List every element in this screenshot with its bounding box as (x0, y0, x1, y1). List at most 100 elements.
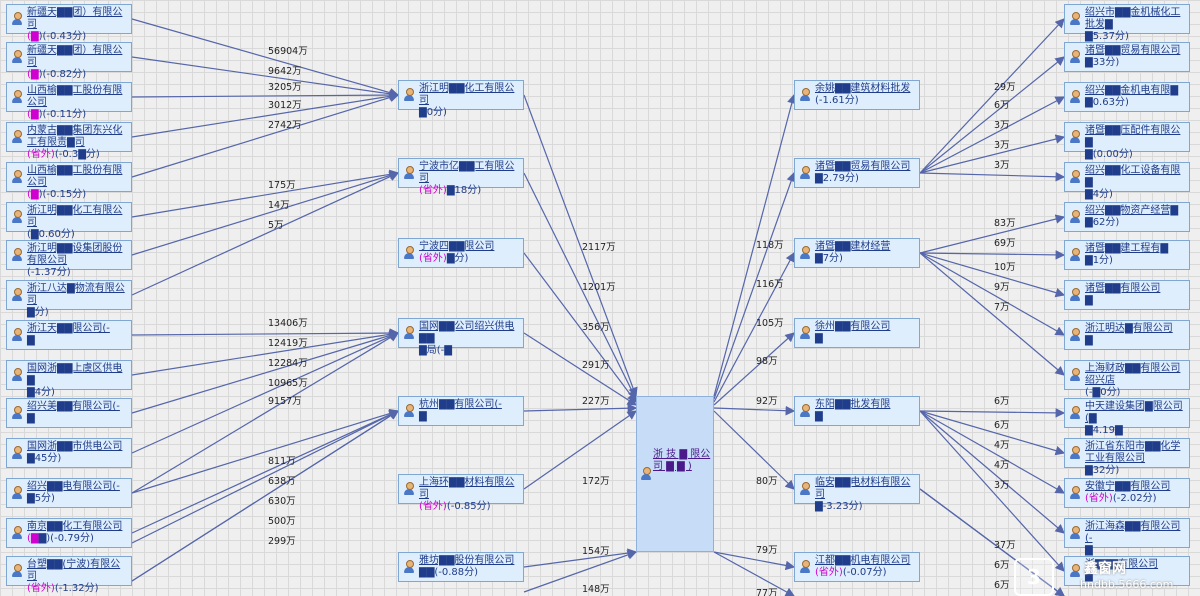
left-company-node[interactable]: 台塑▇▇(宁波)有限公司(省外)(-1.32分) (6, 556, 132, 594)
supplier-company-node[interactable]: 杭州▇▇有限公司(-▇ (398, 396, 524, 426)
company-name[interactable]: 诸暨▇▇压配件有限公▇ (1085, 125, 1181, 148)
right-company-node[interactable]: 浙江明达▇有限公司▇ (1064, 320, 1190, 350)
right-company-node[interactable]: 浙江省东阳市▇▇化学工业有限公司▇32分) (1064, 438, 1190, 476)
left-company-node[interactable]: 绍兴▇▇电有限公司(-▇5分) (6, 478, 132, 508)
left-company-node[interactable]: 新疆天▇▇团）有限公司(▇)(-0.43分) (6, 4, 132, 42)
company-name[interactable]: 诸暨▇▇建工程有▇ (1085, 243, 1169, 254)
person-icon (1069, 288, 1081, 302)
company-name[interactable]: 浙江明达▇有限公司 (1085, 323, 1173, 334)
supplier-company-node[interactable]: 雅坊▇▇股份有限公司▇▇(-0.88分) (398, 552, 524, 582)
right-company-node[interactable]: 诸暨▇▇有限公司▇ (1064, 280, 1190, 310)
company-name[interactable]: 国网▇▇公司绍兴供电▇▇ (419, 321, 515, 344)
company-name[interactable]: 诸暨▇▇有限公司 (1085, 283, 1161, 294)
center-company-name[interactable]: 浙 技 ▇ 限公司 ▇ ▇ ) (653, 449, 711, 472)
company-name[interactable]: 国网浙▇▇市供电公司 (27, 441, 123, 452)
customer-company-node[interactable]: 江都▇▇机电有限公司(省外)(-0.07分) (794, 552, 920, 582)
left-company-node[interactable]: 浙江八达▇物流有限公司▇分) (6, 280, 132, 318)
edge-arrow (919, 214, 1066, 254)
company-name[interactable]: 诸暨▇▇建材经营 (815, 241, 891, 252)
company-name[interactable]: 绍兴▇▇化工设备有限▇ (1085, 165, 1181, 188)
company-name[interactable]: 浙江省东阳市▇▇化学工业有限公司 (1085, 441, 1181, 464)
left-company-node[interactable]: 国网浙▇▇市供电公司▇45分) (6, 438, 132, 468)
left-company-node[interactable]: 内蒙古▇▇集团东兴化工有限责▇司(省外)(-0.3▇分) (6, 122, 132, 160)
company-name[interactable]: 绍兴▇▇物资产经营▇ (1085, 205, 1179, 216)
company-name[interactable]: 内蒙古▇▇集团东兴化工有限责▇司 (27, 125, 123, 148)
company-name[interactable]: 宁波四▇▇限公司 (419, 241, 495, 252)
company-name[interactable]: 安徽宁▇▇有限公司 (1085, 481, 1171, 492)
company-name[interactable]: 浙江明▇▇设集团股份有限公司 (27, 243, 123, 266)
company-name[interactable]: 余姚▇▇建筑材料批发 (815, 83, 911, 94)
amount-label: 12284万 (268, 358, 308, 369)
company-name[interactable]: 南京▇▇化工有限公司 (27, 521, 123, 532)
company-name[interactable]: 绍兴▇▇电有限公司(- (27, 481, 120, 492)
right-company-node[interactable]: 浙江海森▇▇有限公司(-▇ (1064, 518, 1190, 556)
company-name[interactable]: 台塑▇▇(宁波)有限公司 (27, 559, 121, 582)
right-company-node[interactable]: 浙▇▇▇有限公司▇ (1064, 556, 1190, 586)
supplier-company-node[interactable]: 宁波四▇▇限公司(省外)▇分) (398, 238, 524, 268)
company-name[interactable]: 东阳▇▇批发有限 (815, 399, 891, 410)
company-name[interactable]: 山西榆▇▇工股份有限公司 (27, 85, 123, 108)
company-name[interactable]: 江都▇▇机电有限公司 (815, 555, 911, 566)
right-company-node[interactable]: 诸暨▇▇压配件有限公▇▇(0.00分) (1064, 122, 1190, 160)
company-name[interactable]: 绍兴美▇▇有限公司(- (27, 401, 120, 412)
right-company-node[interactable]: 诸暨▇▇建工程有▇▇1分) (1064, 240, 1190, 270)
company-name[interactable]: 绍兴▇▇金机电有限▇ (1085, 85, 1179, 96)
company-name[interactable]: 诸暨▇▇贸易有限公司 (1085, 45, 1181, 56)
credit-score: ▇分) (27, 307, 49, 318)
company-name[interactable]: 中天建设集团▇限公司(▇ (1085, 401, 1183, 424)
company-name[interactable]: 浙江海森▇▇有限公司(- (1085, 521, 1181, 544)
left-company-node[interactable]: 绍兴美▇▇有限公司(-▇ (6, 398, 132, 428)
company-name[interactable]: 上海财政▇▇有限公司绍兴店 (1085, 363, 1181, 386)
supplier-company-node[interactable]: 宁波市亿▇▇工有限公司(省外)▇18分) (398, 158, 524, 196)
right-company-node[interactable]: 绍兴市▇▇金机械化工批发▇▇5.37分) (1064, 4, 1190, 42)
company-name[interactable]: 浙江明▇▇化工有限公司 (27, 205, 123, 228)
company-name[interactable]: 新疆天▇▇团）有限公司 (27, 45, 123, 68)
person-icon (799, 326, 811, 340)
company-name[interactable]: 上海环▇▇材料有限公司 (419, 477, 515, 500)
right-company-node[interactable]: 诸暨▇▇贸易有限公司▇33分) (1064, 42, 1190, 72)
supplier-company-node[interactable]: 浙江明▇▇化工有限公司▇0分) (398, 80, 524, 118)
customer-company-node[interactable]: 临安▇▇电材料有限公司▇-3.23分) (794, 474, 920, 512)
company-name[interactable]: 临安▇▇电材料有限公司 (815, 477, 911, 500)
left-company-node[interactable]: 山西榆▇▇工股份有限公司(▇)(-0.11分) (6, 82, 132, 120)
left-company-node[interactable]: 国网浙▇▇上虞区供电▇▇4分) (6, 360, 132, 398)
left-company-node[interactable]: 浙江天▇▇限公司(-▇ (6, 320, 132, 350)
customer-company-node[interactable]: 东阳▇▇批发有限▇ (794, 396, 920, 426)
company-name[interactable]: 徐州▇▇有限公司 (815, 321, 891, 332)
company-name[interactable]: 浙江明▇▇化工有限公司 (419, 83, 515, 106)
company-name[interactable]: 诸暨▇▇贸易有限公司 (815, 161, 911, 172)
company-name[interactable]: 杭州▇▇有限公司(- (419, 399, 502, 410)
right-company-node[interactable]: 绍兴▇▇金机电有限▇▇0.63分) (1064, 82, 1190, 112)
company-name[interactable]: 浙江八达▇物流有限公司 (27, 283, 125, 306)
right-company-node[interactable]: 绍兴▇▇化工设备有限▇▇4分) (1064, 162, 1190, 200)
left-company-node[interactable]: 南京▇▇化工有限公司(▇▇)(-0.79分) (6, 518, 132, 548)
left-company-node[interactable]: 浙江明▇▇设集团股份有限公司(-1.37分) (6, 240, 132, 278)
company-name[interactable]: 山西榆▇▇工股份有限公司 (27, 165, 123, 188)
customer-company-node[interactable]: 诸暨▇▇建材经营▇7分) (794, 238, 920, 268)
company-name[interactable]: 宁波市亿▇▇工有限公司 (419, 161, 515, 184)
company-name[interactable]: 浙江天▇▇限公司(- (27, 323, 110, 334)
supplier-company-node[interactable]: 国网▇▇公司绍兴供电▇▇▇局(-▇ (398, 318, 524, 356)
right-company-node[interactable]: 绍兴▇▇物资产经营▇▇62分) (1064, 202, 1190, 232)
amount-label: 3万 (994, 120, 1010, 131)
credit-score: ▇32分) (1085, 465, 1120, 476)
left-company-node[interactable]: 山西榆▇▇工股份有限公司(▇)(-0.15分) (6, 162, 132, 200)
customer-company-node[interactable]: 余姚▇▇建筑材料批发(-1.61分) (794, 80, 920, 110)
center-company-node[interactable]: 浙 技 ▇ 限公司 ▇ ▇ ) (636, 396, 714, 552)
customer-company-node[interactable]: 诸暨▇▇贸易有限公司▇2.79分) (794, 158, 920, 188)
company-name[interactable]: 国网浙▇▇上虞区供电▇ (27, 363, 123, 386)
right-company-node[interactable]: 安徽宁▇▇有限公司(省外)(-2.02分) (1064, 478, 1190, 508)
company-name[interactable]: 绍兴市▇▇金机械化工批发▇ (1085, 7, 1181, 30)
left-company-node[interactable]: 浙江明▇▇化工有限公司(▇0.60分) (6, 202, 132, 240)
right-company-node[interactable]: 中天建设集团▇限公司(▇▇4.19▇ (1064, 398, 1190, 436)
credit-score: ▇▇(-0.88分) (419, 567, 479, 578)
company-name[interactable]: 浙▇▇▇有限公司 (1085, 559, 1159, 570)
left-company-node[interactable]: 新疆天▇▇团）有限公司(▇)(-0.82分) (6, 42, 132, 80)
right-company-node[interactable]: 上海财政▇▇有限公司绍兴店(-▇0分) (1064, 360, 1190, 398)
supplier-company-node[interactable]: 上海环▇▇材料有限公司(省外)(-0.85分) (398, 474, 524, 512)
customer-company-node[interactable]: 徐州▇▇有限公司▇ (794, 318, 920, 348)
company-name[interactable]: 新疆天▇▇团）有限公司 (27, 7, 123, 30)
credit-score: (-1.37分) (27, 267, 71, 278)
company-name[interactable]: 雅坊▇▇股份有限公司 (419, 555, 515, 566)
